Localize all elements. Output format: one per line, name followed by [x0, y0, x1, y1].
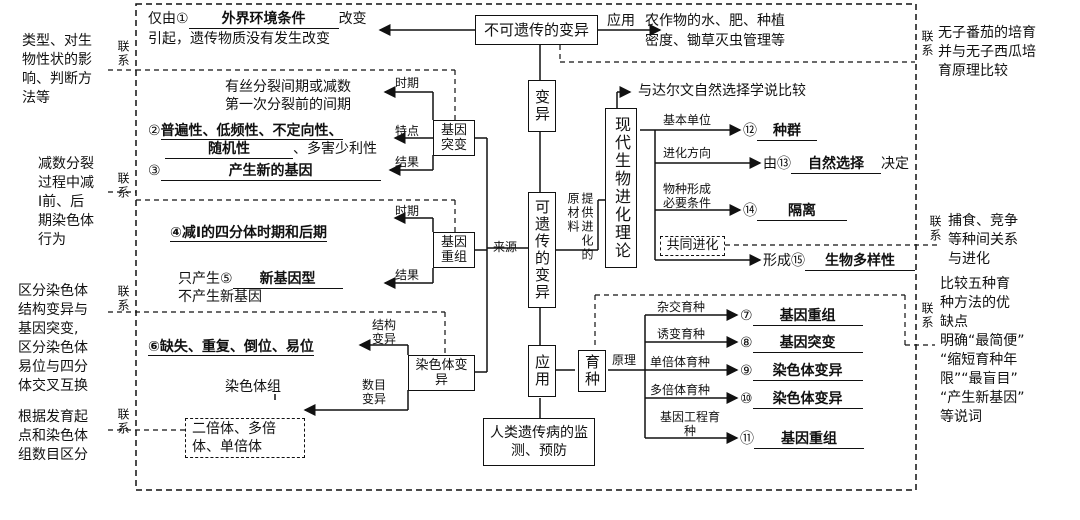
basic-unit-label: 基本单位	[663, 113, 712, 127]
right-note-3: 比较五种育种方法的优缺点明确“最简便”“缩短育种年限”“最盲目”“产生新基因”等…	[940, 276, 1025, 425]
right-note-1: 无子番茄的培育并与无子西瓜培育原理比较	[938, 25, 1036, 79]
recomb-period-label: 时期	[395, 204, 420, 218]
link-label-1: 联系	[116, 40, 130, 68]
heritable-variation-box: 可遗传的变异	[528, 192, 556, 308]
answer-1: 外界环境条件	[188, 10, 339, 29]
mutation-period-line2: 第一次分裂前的间期	[225, 97, 351, 113]
evo-direction-label: 进化方向	[663, 146, 712, 160]
link-label-right-3: 联系	[920, 302, 934, 330]
link-label-2: 联系	[116, 172, 130, 200]
link-label-right-1: 联系	[920, 30, 934, 58]
chromosome-set: 染色体组	[225, 379, 281, 395]
link-label-right-2: 联系	[928, 215, 942, 243]
mutation-feature-label: 特点	[395, 124, 420, 138]
human-disease-box: 人类遗传病的监测、预防	[483, 418, 595, 466]
answer-5: 新基因型	[232, 270, 343, 289]
answer-15: 生物多样性	[805, 252, 915, 271]
speciation-label-2: 必要条件	[663, 196, 712, 210]
answer-3: 产生新的基因	[160, 162, 381, 181]
coevolution-box: 共同进化	[660, 236, 725, 256]
answer-10: 染色体变异	[752, 390, 863, 409]
left-note-3: 区分染色体结构变异与基因突变,区分染色体易位与四分体交叉互换	[18, 283, 88, 394]
answer-6: ⑥缺失、重复、倒位、易位	[148, 339, 314, 356]
breeding-method-5: 基因工程育种	[659, 410, 720, 438]
answer-11: 基因重组	[754, 430, 864, 449]
ploidy-box: 二倍体、多倍体、单倍体	[185, 418, 305, 458]
chromosome-variation-box: 染色体变异	[408, 355, 475, 391]
right-note-2: 捕食、竞争等种间关系与进化	[948, 213, 1018, 267]
recomb-period: ④减Ⅰ的四分体时期和后期	[170, 224, 328, 242]
answer-9: 染色体变异	[752, 362, 863, 381]
left-note-4: 根据发育起点和染色体组数目区分	[18, 409, 88, 463]
breeding-method-3: 单倍体育种	[650, 355, 711, 369]
apply-label-top: 应用	[607, 13, 635, 29]
source-label: 来源	[493, 240, 518, 254]
breeding-method-1: 杂交育种	[657, 300, 706, 314]
non-heritable-variation-box: 不可遗传的变异	[475, 15, 598, 45]
chrom-structure-types: ⑥缺失、重复、倒位、易位	[148, 338, 314, 356]
answer-12: 种群	[757, 122, 817, 141]
link-label-3: 联系	[116, 285, 130, 313]
agri-app-line1: 农作物的水、肥、种植	[645, 13, 785, 29]
answer-14: 隔离	[757, 202, 847, 221]
number-variation-label: 数目变异	[362, 378, 387, 406]
mutation-features-line2: 随机性、多害少利性	[165, 140, 377, 159]
application-box: 应用	[528, 345, 556, 397]
gene-mutation-box: 基因突变	[433, 120, 475, 156]
breeding-method-2: 诱变育种	[657, 327, 706, 341]
agri-app-line2: 密度、锄草灭虫管理等	[645, 33, 785, 49]
link-label-4: 联系	[116, 408, 130, 436]
answer-13: 自然选择	[791, 155, 881, 174]
env-cause-line2: 引起，遗传物质没有发生改变	[148, 31, 330, 47]
principle-label: 原理	[612, 353, 637, 367]
darwin-comparison: 与达尔文自然选择学说比较	[638, 83, 806, 99]
recomb-result-label: 结果	[395, 268, 420, 282]
modern-evolution-theory-box: 现代生物进化理论	[605, 108, 637, 268]
mutation-period-label: 时期	[395, 76, 420, 90]
left-note-1: 类型、对生物性状的影响、判断方法等	[22, 33, 92, 106]
variation-box: 变异	[528, 80, 556, 132]
answer-4: ④减Ⅰ的四分体时期和后期	[170, 225, 328, 242]
answer-7: 基因重组	[752, 307, 863, 326]
breeding-method-4: 多倍体育种	[650, 383, 711, 397]
recomb-result-line2: 不产生新基因	[178, 289, 262, 305]
breeding-box: 育种	[578, 350, 606, 392]
mutation-period-line1: 有丝分裂间期或减数	[225, 79, 351, 95]
struct-variation-label: 结构变异	[372, 318, 397, 346]
raw-material-label: 提供进化的原材料	[566, 192, 594, 262]
speciation-label-1: 物种形成	[663, 182, 712, 196]
answer-2: 普遍性、低频性、不定向性、	[160, 123, 343, 140]
gene-recombination-box: 基因重组	[433, 232, 475, 268]
mutation-features-line1: ②普遍性、低频性、不定向性、	[148, 123, 343, 140]
answer-8: 基因突变	[752, 334, 863, 353]
mutation-result-label: 结果	[395, 155, 420, 169]
